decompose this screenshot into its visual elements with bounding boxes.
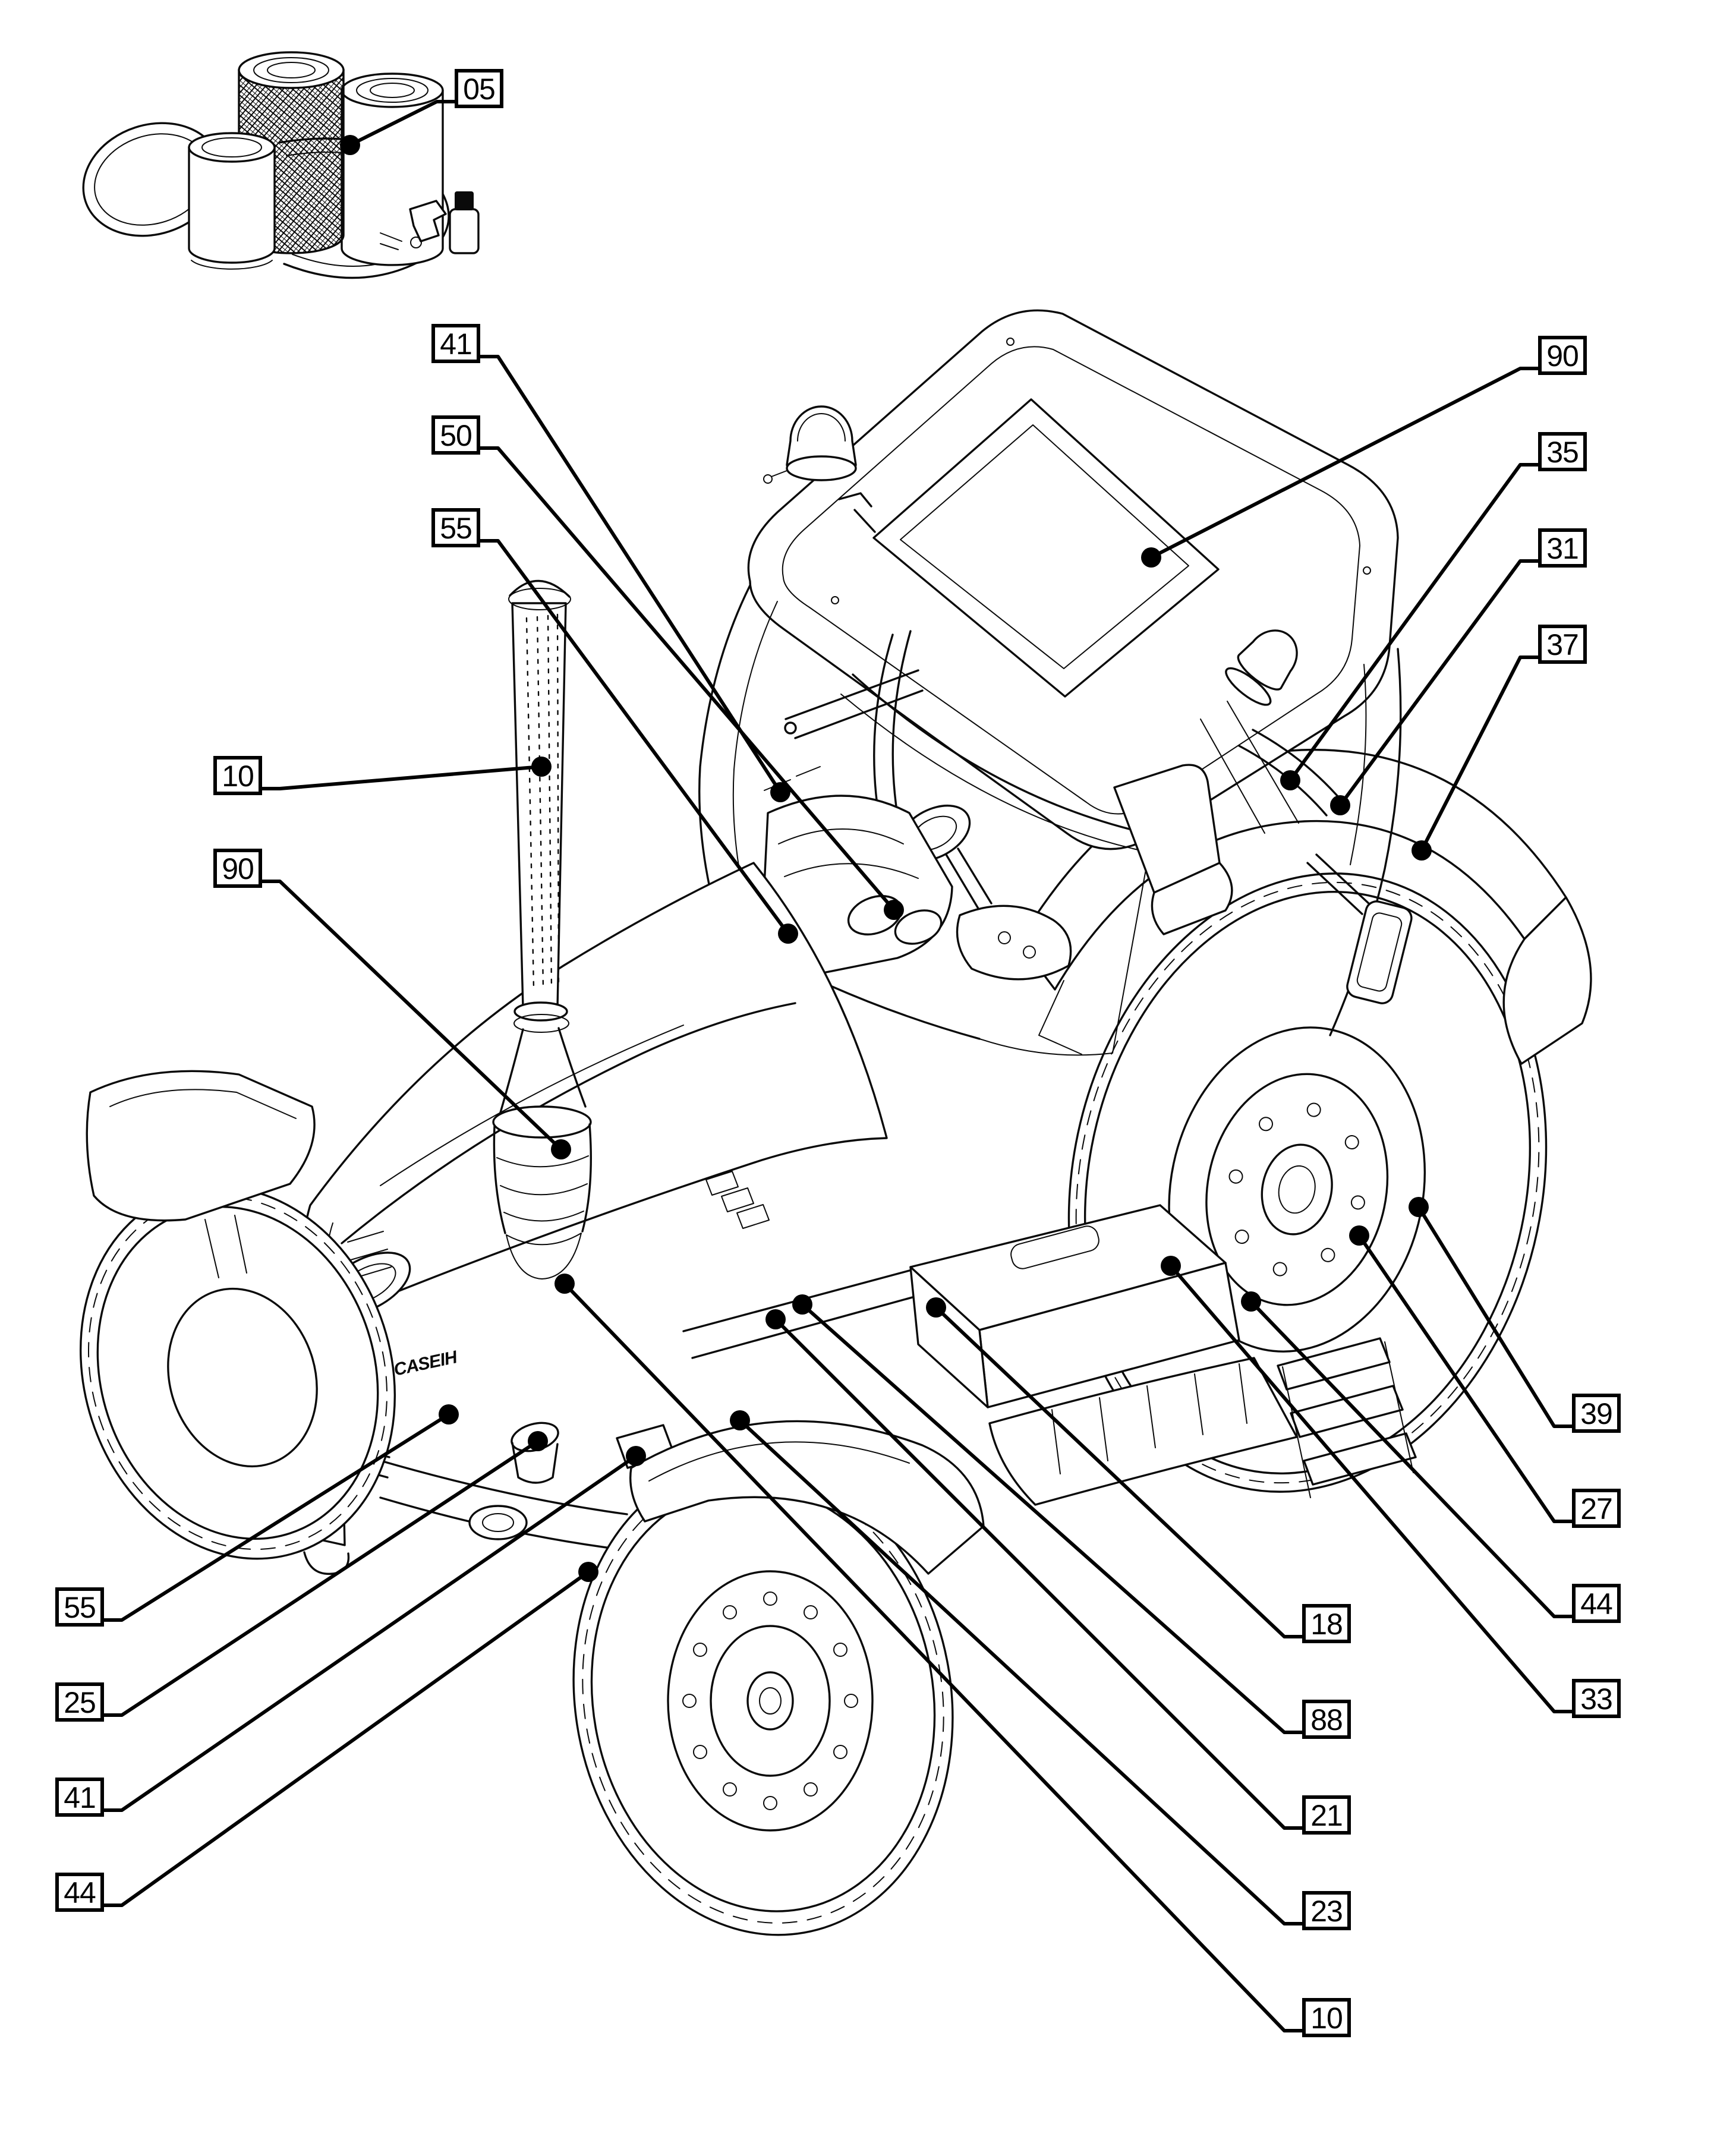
leader-line-55-bottom bbox=[102, 1413, 450, 1622]
callout-23[interactable]: 23 bbox=[1302, 1891, 1351, 1930]
leader-dot-90-left bbox=[551, 1139, 571, 1159]
leader-line-25 bbox=[102, 1439, 540, 1717]
callout-31[interactable]: 31 bbox=[1538, 528, 1587, 568]
leader-line-18 bbox=[934, 1306, 1304, 1638]
leader-dot-25 bbox=[528, 1431, 548, 1451]
leader-dot-27 bbox=[1349, 1225, 1369, 1246]
leader-line-37 bbox=[1420, 655, 1540, 852]
engine-lower-parts bbox=[367, 1422, 675, 1551]
callout-33[interactable]: 33 bbox=[1572, 1679, 1621, 1718]
callout-90-right[interactable]: 90 bbox=[1538, 336, 1587, 375]
callout-44-bottom[interactable]: 44 bbox=[55, 1873, 104, 1912]
leader-dot-05 bbox=[340, 135, 360, 155]
callout-55-top[interactable]: 55 bbox=[431, 508, 480, 547]
leader-dot-39 bbox=[1409, 1197, 1429, 1217]
callout-55-bottom[interactable]: 55 bbox=[55, 1587, 104, 1627]
leader-dot-33 bbox=[1161, 1256, 1181, 1276]
leader-line-50 bbox=[478, 446, 896, 912]
leader-dot-35 bbox=[1280, 770, 1300, 790]
leader-line-27 bbox=[1357, 1234, 1574, 1523]
leader-dot-23 bbox=[730, 1410, 750, 1430]
callout-10-left[interactable]: 10 bbox=[213, 756, 262, 795]
leader-line-39 bbox=[1417, 1205, 1574, 1428]
leader-dot-18 bbox=[926, 1297, 946, 1318]
leader-dot-37 bbox=[1412, 840, 1432, 861]
leader-dot-44-bottom bbox=[578, 1562, 598, 1582]
front-left-wheel bbox=[79, 1070, 396, 1560]
callout-50[interactable]: 50 bbox=[431, 415, 480, 455]
leader-line-41-top bbox=[478, 355, 782, 794]
leader-line-88 bbox=[801, 1303, 1304, 1734]
callout-05[interactable]: 05 bbox=[455, 69, 503, 108]
callout-18[interactable]: 18 bbox=[1302, 1604, 1351, 1643]
leader-dot-41-top bbox=[770, 782, 790, 802]
callout-41-bottom[interactable]: 41 bbox=[55, 1778, 104, 1817]
leader-dot-41-bottom bbox=[626, 1446, 646, 1466]
leader-dot-50 bbox=[884, 900, 904, 920]
leader-line-10-bottom bbox=[563, 1282, 1304, 2032]
leader-line-23 bbox=[738, 1419, 1304, 1925]
exhaust-stack bbox=[492, 579, 592, 1280]
callout-35[interactable]: 35 bbox=[1538, 432, 1587, 471]
callout-37[interactable]: 37 bbox=[1538, 625, 1587, 664]
leader-dot-88 bbox=[792, 1294, 812, 1315]
leader-line-10-left bbox=[260, 765, 543, 790]
filter-kit-illustration bbox=[82, 51, 480, 279]
leader-line-35 bbox=[1288, 463, 1540, 782]
leader-dot-31 bbox=[1330, 795, 1350, 815]
callout-39[interactable]: 39 bbox=[1572, 1394, 1621, 1433]
front-right-wheel bbox=[572, 1420, 985, 1936]
leader-dot-10-bottom bbox=[554, 1274, 575, 1294]
leader-line-44-bottom bbox=[102, 1570, 590, 1907]
leader-line-21 bbox=[774, 1318, 1304, 1830]
callout-44-right[interactable]: 44 bbox=[1572, 1584, 1621, 1623]
leader-dot-21 bbox=[765, 1309, 786, 1329]
callout-27[interactable]: 27 bbox=[1572, 1489, 1621, 1528]
leader-line-90-left bbox=[260, 880, 563, 1151]
leader-dot-44-right bbox=[1241, 1291, 1261, 1312]
leader-line-31 bbox=[1338, 559, 1540, 807]
callout-90-left[interactable]: 90 bbox=[213, 849, 262, 888]
leader-line-44-right bbox=[1249, 1300, 1574, 1618]
leader-dot-55-top bbox=[778, 924, 798, 944]
callout-88[interactable]: 88 bbox=[1302, 1700, 1351, 1739]
callout-10-bottom[interactable]: 10 bbox=[1302, 1998, 1351, 2037]
callout-21[interactable]: 21 bbox=[1302, 1795, 1351, 1835]
leader-dot-90-right bbox=[1141, 547, 1161, 568]
rear-beacon-lamp bbox=[1225, 629, 1298, 706]
callout-25[interactable]: 25 bbox=[55, 1682, 104, 1722]
leader-dot-10-left bbox=[531, 757, 552, 777]
leader-line-41-bottom bbox=[102, 1454, 638, 1812]
leader-line-90-right bbox=[1149, 367, 1540, 559]
leader-dot-55-bottom bbox=[439, 1404, 459, 1425]
battery-box-and-steps bbox=[909, 1204, 1417, 1506]
beacon-lamp bbox=[763, 405, 876, 533]
cab-frame bbox=[698, 584, 1413, 1056]
tractor-illustration: CASEIH bbox=[79, 309, 1592, 1936]
leader-line-33 bbox=[1169, 1264, 1574, 1713]
leader-line-05 bbox=[348, 100, 456, 147]
leader-line-55-top bbox=[478, 539, 790, 935]
callout-41-top[interactable]: 41 bbox=[431, 324, 480, 363]
